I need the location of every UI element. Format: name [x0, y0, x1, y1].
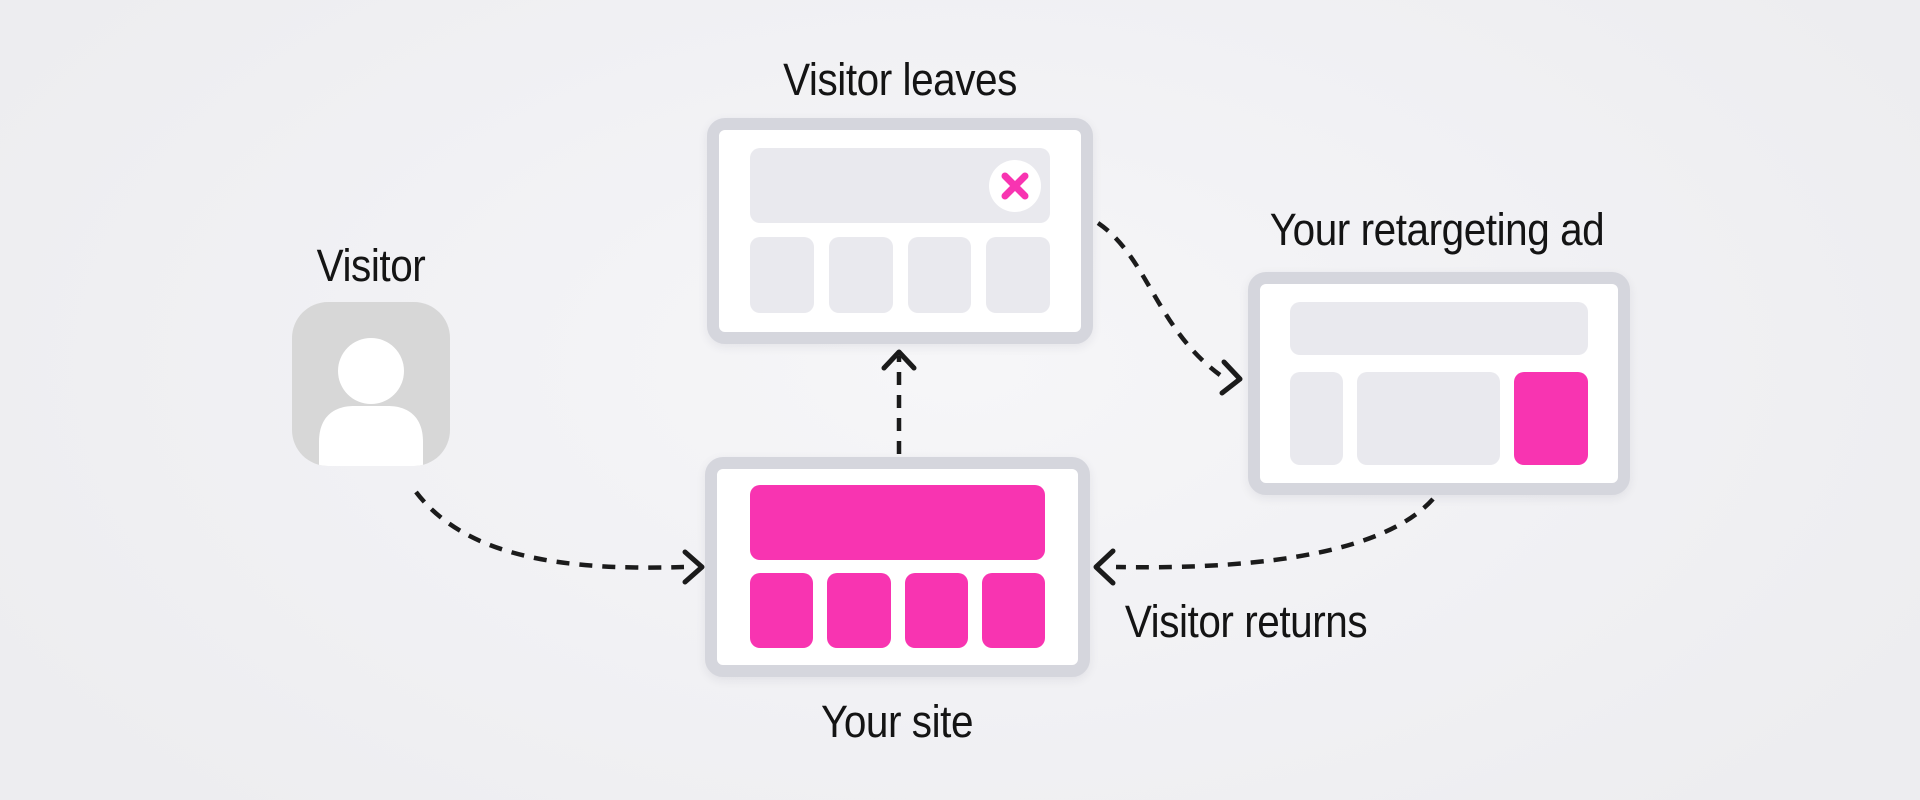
content-row — [1290, 372, 1588, 465]
content-row — [750, 237, 1050, 313]
content-row — [750, 573, 1045, 648]
browser-window-your-site — [705, 457, 1090, 677]
arrow-ad-to-site — [1093, 497, 1435, 586]
browser-window-retargeting-ad — [1248, 272, 1630, 495]
placeholder-block — [750, 237, 814, 313]
placeholder-block — [907, 237, 972, 313]
placeholder-block — [828, 237, 893, 313]
site-content-block — [981, 573, 1045, 648]
your-site-label: Your site — [820, 696, 974, 747]
visitor-returns-label: Visitor returns — [1124, 596, 1368, 647]
user-icon — [319, 338, 423, 466]
site-content-block — [827, 573, 891, 648]
placeholder-block — [1357, 372, 1500, 465]
arrow-visitor-to-site — [414, 490, 705, 585]
retargeting-ad-label: Your retargeting ad — [1269, 204, 1605, 255]
close-button — [989, 159, 1041, 212]
visitor-leaves-label: Visitor leaves — [783, 54, 1017, 105]
site-hero-block — [750, 485, 1045, 560]
placeholder-block — [1290, 372, 1343, 465]
arrow-leaves-to-ad — [1096, 221, 1243, 396]
site-content-block — [750, 573, 814, 648]
browser-window-visitor-leaves — [707, 118, 1093, 344]
arrow-site-to-leaves — [881, 349, 917, 454]
nav-bar-placeholder — [750, 148, 1050, 223]
close-x-icon — [1001, 172, 1029, 199]
retargeting-ad-block — [1514, 372, 1588, 465]
visitor-label: Visitor — [316, 240, 426, 291]
placeholder-block — [986, 237, 1050, 313]
visitor-avatar — [292, 302, 450, 466]
site-content-block — [904, 573, 968, 648]
nav-bar-placeholder — [1290, 302, 1588, 355]
